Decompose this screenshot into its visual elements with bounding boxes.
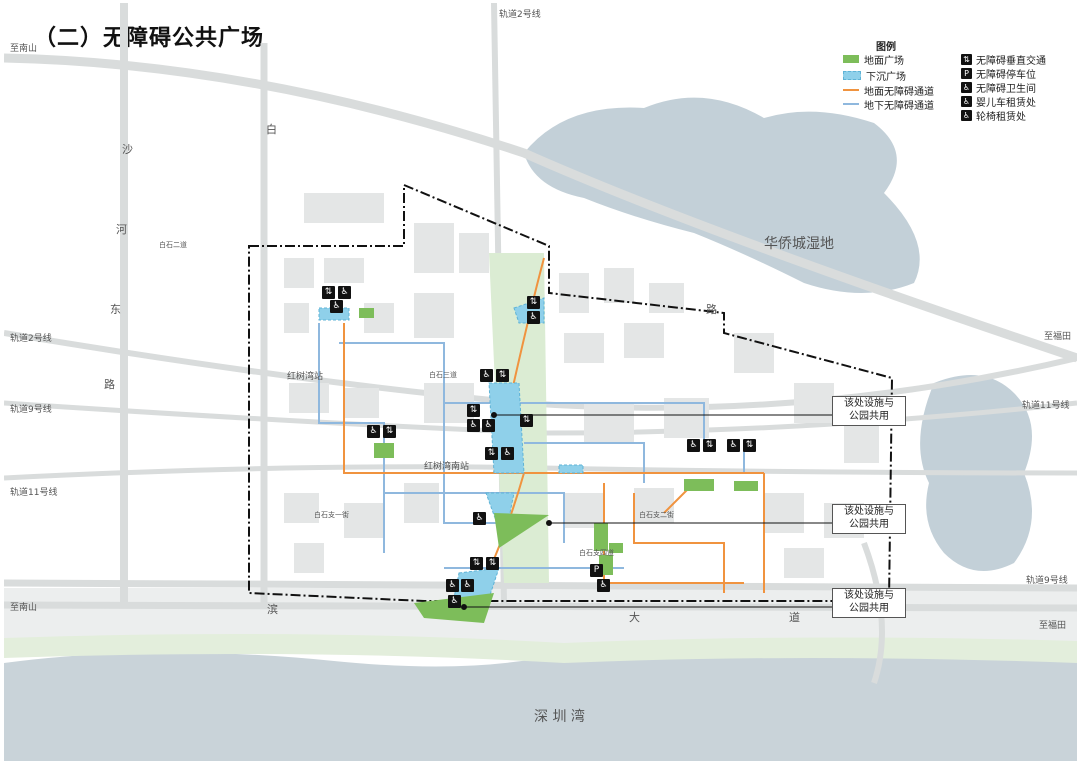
legend-item-sunken-plaza: 下沉广场	[843, 68, 906, 83]
elevator-icon: ⇅	[520, 414, 533, 427]
road-baishizhi4: 白石支四道	[579, 548, 614, 557]
toilet-icon: ♿	[687, 439, 700, 452]
district-boundary	[248, 183, 894, 602]
elevator-icon: ⇅	[322, 286, 335, 299]
wheelchair-icon: ♿	[330, 300, 343, 313]
callout-leaders	[461, 412, 834, 610]
legend-label: 下沉广场	[866, 71, 906, 83]
road-baishi3: 白石三道	[429, 370, 457, 379]
rail11-right-label: 轨道11号线	[1022, 399, 1069, 411]
callout-shared-facility: 该处设施与公园共用	[832, 504, 906, 534]
road-da: 大	[629, 610, 640, 624]
legend-label: 地面广场	[864, 55, 904, 67]
elevator-icon: ⇅	[485, 447, 498, 460]
toilet-icon: ♿	[338, 286, 351, 299]
toilet-icon: ♿	[961, 81, 972, 93]
stroller-icon: ♿	[473, 512, 486, 525]
toilet-icon: ♿	[367, 425, 380, 438]
toilet-icon: ♿	[527, 311, 540, 324]
rail9-left-label: 轨道9号线	[10, 403, 52, 415]
nanshan-left2-label: 至南山	[10, 601, 37, 613]
elevator-icon: ⇅	[383, 425, 396, 438]
page-title: （二）无障碍公共广场	[34, 26, 265, 51]
futian-right-label: 至福田	[1044, 330, 1071, 342]
toilet-icon: ♿	[597, 579, 610, 592]
parking-icon: P	[590, 564, 603, 577]
futian-right2-label: 至福田	[1039, 619, 1066, 631]
station1-label: 红树湾站	[287, 370, 323, 382]
legend-item-stroller: ♿ 婴儿车租赁处	[961, 94, 1036, 109]
road-dong: 东	[110, 303, 121, 316]
callout-shared-facility: 该处设施与公园共用	[832, 588, 906, 618]
district-map: 华侨城湿地 深 圳 湾 红树湾站 红树湾南站 轨道2号线 至南山 轨道2号线 轨…	[4, 3, 1077, 761]
station2-label: 红树湾南站	[424, 460, 469, 472]
toilet-icon: ♿	[727, 439, 740, 452]
elevator-icon: ⇅	[703, 439, 716, 452]
green-swatch	[843, 55, 859, 63]
legend-item-underground-path: 地下无障碍通道	[843, 97, 934, 112]
elevator-icon: ⇅	[743, 439, 756, 452]
stroller-icon: ♿	[961, 95, 972, 107]
legend-item-ground-plaza: 地面广场	[843, 52, 904, 67]
wheelchair-icon: ♿	[961, 109, 972, 121]
legend-label: 无障碍垂直交通	[976, 55, 1046, 67]
legend-label: 地下无障碍通道	[864, 100, 934, 112]
road-he: 河	[116, 223, 127, 236]
legend-label: 无障碍卫生间	[976, 83, 1036, 95]
legend-item-vertical-traffic: ⇅ 无障碍垂直交通	[961, 52, 1046, 67]
road-baishizhi1: 白石支一街	[314, 510, 349, 519]
parking-icon: P	[961, 67, 972, 79]
elevator-icon: ⇅	[467, 404, 480, 417]
wheelchair-icon: ♿	[446, 579, 459, 592]
orange-line-swatch	[843, 89, 859, 91]
legend-item-toilet: ♿ 无障碍卫生间	[961, 80, 1036, 95]
rail9-right-label: 轨道9号线	[1026, 574, 1068, 586]
legend-item-ground-path: 地面无障碍通道	[843, 83, 934, 98]
rail2-top-label: 轨道2号线	[499, 8, 541, 20]
elevator-icon: ⇅	[470, 557, 483, 570]
road-sha: 沙	[122, 143, 133, 156]
green-plazas	[359, 308, 758, 623]
park-strip	[4, 634, 1077, 663]
elevator-icon: ⇅	[961, 53, 972, 65]
road-dao: 道	[789, 610, 800, 624]
legend-label: 轮椅租赁处	[976, 111, 1026, 123]
road-baishizhi2: 白石支二街	[639, 510, 674, 519]
legend-heading: 图例	[876, 42, 896, 53]
elevator-icon: ⇅	[496, 369, 509, 382]
nanshan-left-label: 至南山	[10, 42, 37, 54]
road-bai: 白	[266, 122, 277, 136]
toilet-icon: ♿	[480, 369, 493, 382]
rail2-left-label: 轨道2号线	[10, 332, 52, 344]
callout-shared-facility: 该处设施与公园共用	[832, 396, 906, 426]
legend-item-wheelchair: ♿ 轮椅租赁处	[961, 108, 1026, 123]
elevator-icon: ⇅	[486, 557, 499, 570]
road-bin: 滨	[267, 602, 278, 616]
toilet-icon: ♿	[467, 419, 480, 432]
toilet-icon: ♿	[501, 447, 514, 460]
blue-swatch	[843, 70, 861, 80]
wetland-label: 华侨城湿地	[764, 236, 834, 252]
legend-item-parking: P 无障碍停车位	[961, 66, 1036, 81]
stroller-icon: ♿	[461, 579, 474, 592]
elevator-icon: ⇅	[527, 296, 540, 309]
blue-line-swatch	[843, 103, 859, 105]
legend-label: 婴儿车租赁处	[976, 97, 1036, 109]
underground-paths	[318, 323, 745, 569]
road-lu2: 路	[706, 303, 717, 316]
legend-label: 无障碍停车位	[976, 69, 1036, 81]
road-lu1: 路	[104, 378, 115, 391]
bay-label: 深 圳 湾	[534, 708, 585, 725]
wetland-water	[524, 97, 920, 293]
legend-label: 地面无障碍通道	[864, 86, 934, 98]
rail11-left-label: 轨道11号线	[10, 486, 57, 498]
road-baishi2: 白石二道	[159, 240, 187, 249]
stroller-icon: ♿	[482, 419, 495, 432]
bay-water	[4, 637, 1077, 761]
wheelchair-icon: ♿	[448, 595, 461, 608]
